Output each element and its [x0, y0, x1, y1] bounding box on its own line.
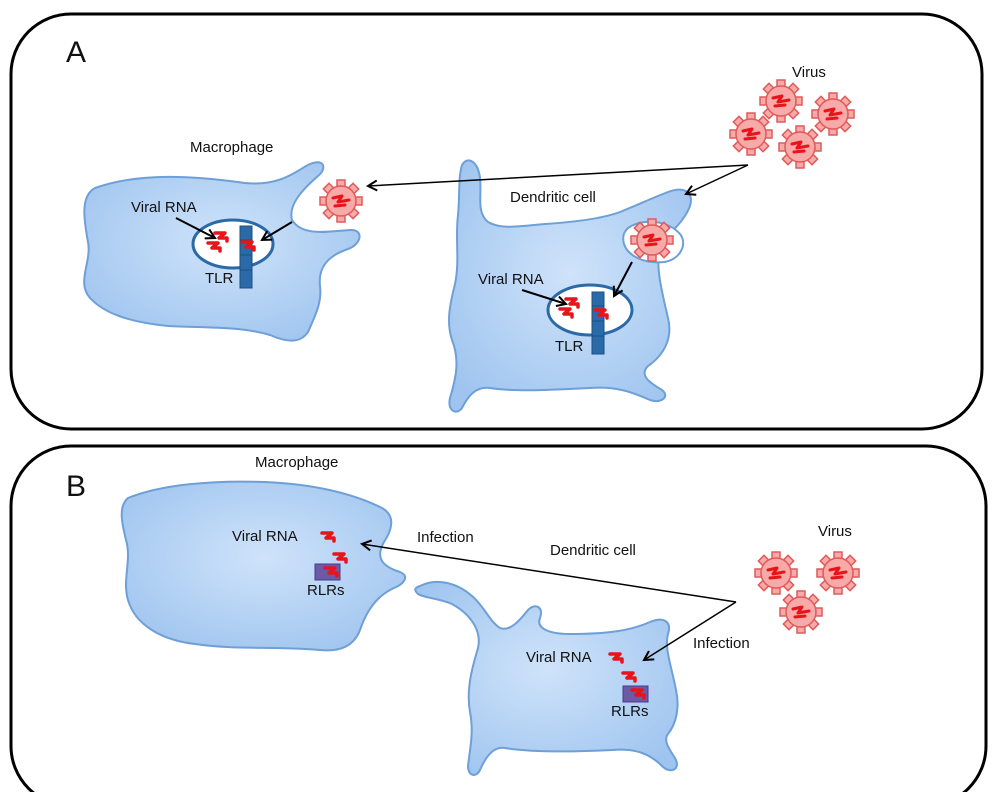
panel-b-virus [780, 591, 822, 633]
panel-a-macrophage-label: Macrophage [190, 139, 273, 156]
panel-a-virus [812, 93, 854, 135]
panel-a-macrophage-endosome [193, 220, 273, 268]
panel-a-dendritic-engulfed-virus [631, 219, 673, 261]
panel-b-virus [817, 552, 859, 594]
panel-b-infection-label-macrophage: Infection [417, 529, 474, 546]
panel-a-virus-near-macrophage [320, 180, 362, 222]
panel-a-dendritic-rna-label: Viral RNA [478, 271, 544, 288]
panel-b-dendritic-rlr-label: RLRs [611, 703, 649, 720]
panel-a-virus-label: Virus [792, 64, 826, 81]
panel-b-virus-label: Virus [818, 523, 852, 540]
panel-b-virus [755, 552, 797, 594]
panel-b-infection-label-dendritic: Infection [693, 635, 750, 652]
panel-b-macrophage-label: Macrophage [255, 454, 338, 471]
panel-a-macrophage-tlr [240, 226, 252, 288]
panel-a-dendritic-tlr-label: TLR [555, 338, 584, 355]
panel-b-dendritic-rna-label: Viral RNA [526, 649, 592, 666]
panel-a-letter: A [66, 36, 86, 69]
panel-a-macrophage-rna-label: Viral RNA [131, 199, 197, 216]
panel-a-dendritic-label: Dendritic cell [510, 189, 596, 206]
panel-a-macrophage-tlr-label: TLR [205, 270, 234, 287]
panel-b-letter: B [66, 470, 86, 503]
panel-b-macrophage-rna-label: Viral RNA [232, 528, 298, 545]
panel-b-macrophage-cell [122, 482, 405, 651]
panel-a-virus [760, 80, 802, 122]
panel-b-dendritic-label: Dendritic cell [550, 542, 636, 559]
panel-a-dendritic-tlr [592, 292, 604, 354]
panel-a-virus [779, 126, 821, 168]
panel-b-macrophage-rlr-label: RLRs [307, 582, 345, 599]
panel-a-virus [730, 113, 772, 155]
